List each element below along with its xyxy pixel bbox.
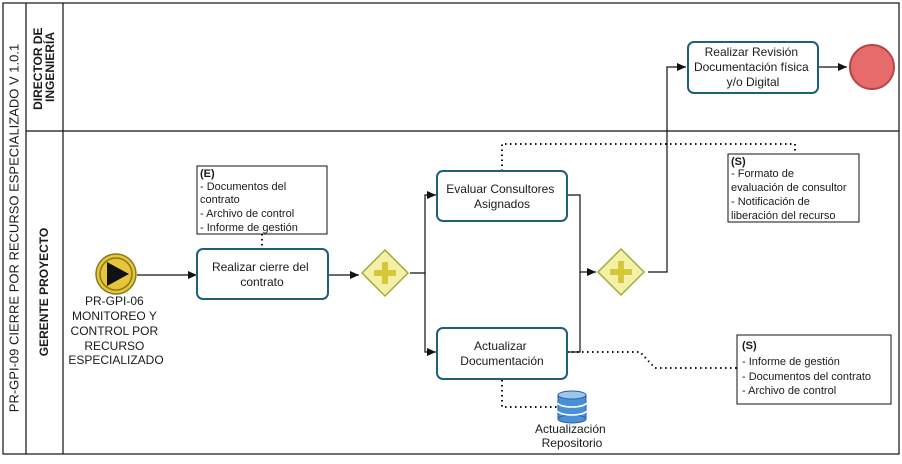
associations (261, 143, 796, 408)
plus-icon (610, 261, 632, 283)
note-entrada: (E) - Documentos del contrato - Archivo … (196, 165, 328, 235)
arrow-right-icon (107, 262, 129, 286)
note-box (727, 153, 860, 223)
task-label: Realizar Revisión Documentación física y… (694, 45, 812, 89)
database-top (557, 390, 587, 400)
flow-evaluar-to-join (567, 194, 596, 276)
assoc-salida-evaluar (501, 143, 796, 171)
assoc-salida-actualizar (567, 351, 737, 369)
note-text: (S) - Informe de gestión - Documentos de… (742, 340, 874, 397)
flow-actualizar-to-join (567, 272, 581, 353)
end-event[interactable] (849, 44, 895, 90)
task-box (687, 41, 819, 94)
lane-director: DIRECTOR DE INGENIERÍA (31, 24, 57, 110)
flow-gateway-to-evaluar (410, 191, 436, 274)
lane-title-gerente: GERENTE PROYECTO (37, 228, 51, 356)
datastore-repositorio[interactable]: Actualización Repositorio (535, 390, 609, 450)
plus-icon (374, 262, 396, 284)
task-box (436, 327, 568, 380)
task-realizar-revision[interactable]: Realizar Revisión Documentación física y… (687, 41, 819, 94)
flow-join-to-revision (648, 63, 686, 273)
task-box (196, 248, 329, 300)
task-evaluar-consultores[interactable]: Evaluar Consultores Asignados (436, 170, 568, 222)
start-event[interactable]: PR-GPI-06 MONITOREO Y CONTROL POR RECURS… (68, 253, 164, 367)
flow-gateway-to-actualizar (424, 273, 436, 356)
lane-gerente: GERENTE PROYECTO (37, 228, 51, 356)
note-text: (E) - Documentos del contrato - Archivo … (200, 168, 298, 234)
pool-border (2, 2, 900, 455)
assoc-datastore (501, 380, 557, 408)
task-realizar-cierre[interactable]: Realizar cierre del contrato (196, 248, 329, 300)
note-box (736, 334, 892, 405)
parallel-gateway-join[interactable] (596, 247, 646, 297)
datastore-label: Actualización Repositorio (535, 422, 609, 450)
note-box (196, 165, 328, 235)
task-label: Realizar cierre del contrato (212, 260, 312, 289)
pool: PR-GPI-09 CIERRE POR RECURSO ESPECIALIZA… (2, 2, 900, 455)
database-bands (557, 402, 587, 416)
end-event-circle (849, 44, 895, 90)
task-label: Actualizar Documentación (460, 339, 543, 368)
task-box (436, 170, 568, 222)
lane-title-director: DIRECTOR DE INGENIERÍA (31, 24, 57, 110)
note-salida-actualizar: (S) - Informe de gestión - Documentos de… (736, 334, 892, 405)
task-label: Evaluar Consultores Asignados (446, 182, 557, 211)
start-event-label: PR-GPI-06 MONITOREO Y CONTROL POR RECURS… (68, 294, 163, 367)
parallel-gateway-split[interactable] (360, 248, 410, 298)
pool-title: PR-GPI-09 CIERRE POR RECURSO ESPECIALIZA… (6, 44, 21, 412)
task-actualizar-documentacion[interactable]: Actualizar Documentación (436, 327, 568, 380)
note-salida-evaluar: (S) - Formato de evaluación de consultor… (727, 153, 860, 223)
sequence-flows (137, 63, 847, 356)
database-icon (557, 390, 587, 424)
note-text: (S) - Formato de evaluación de consultor… (731, 156, 850, 222)
